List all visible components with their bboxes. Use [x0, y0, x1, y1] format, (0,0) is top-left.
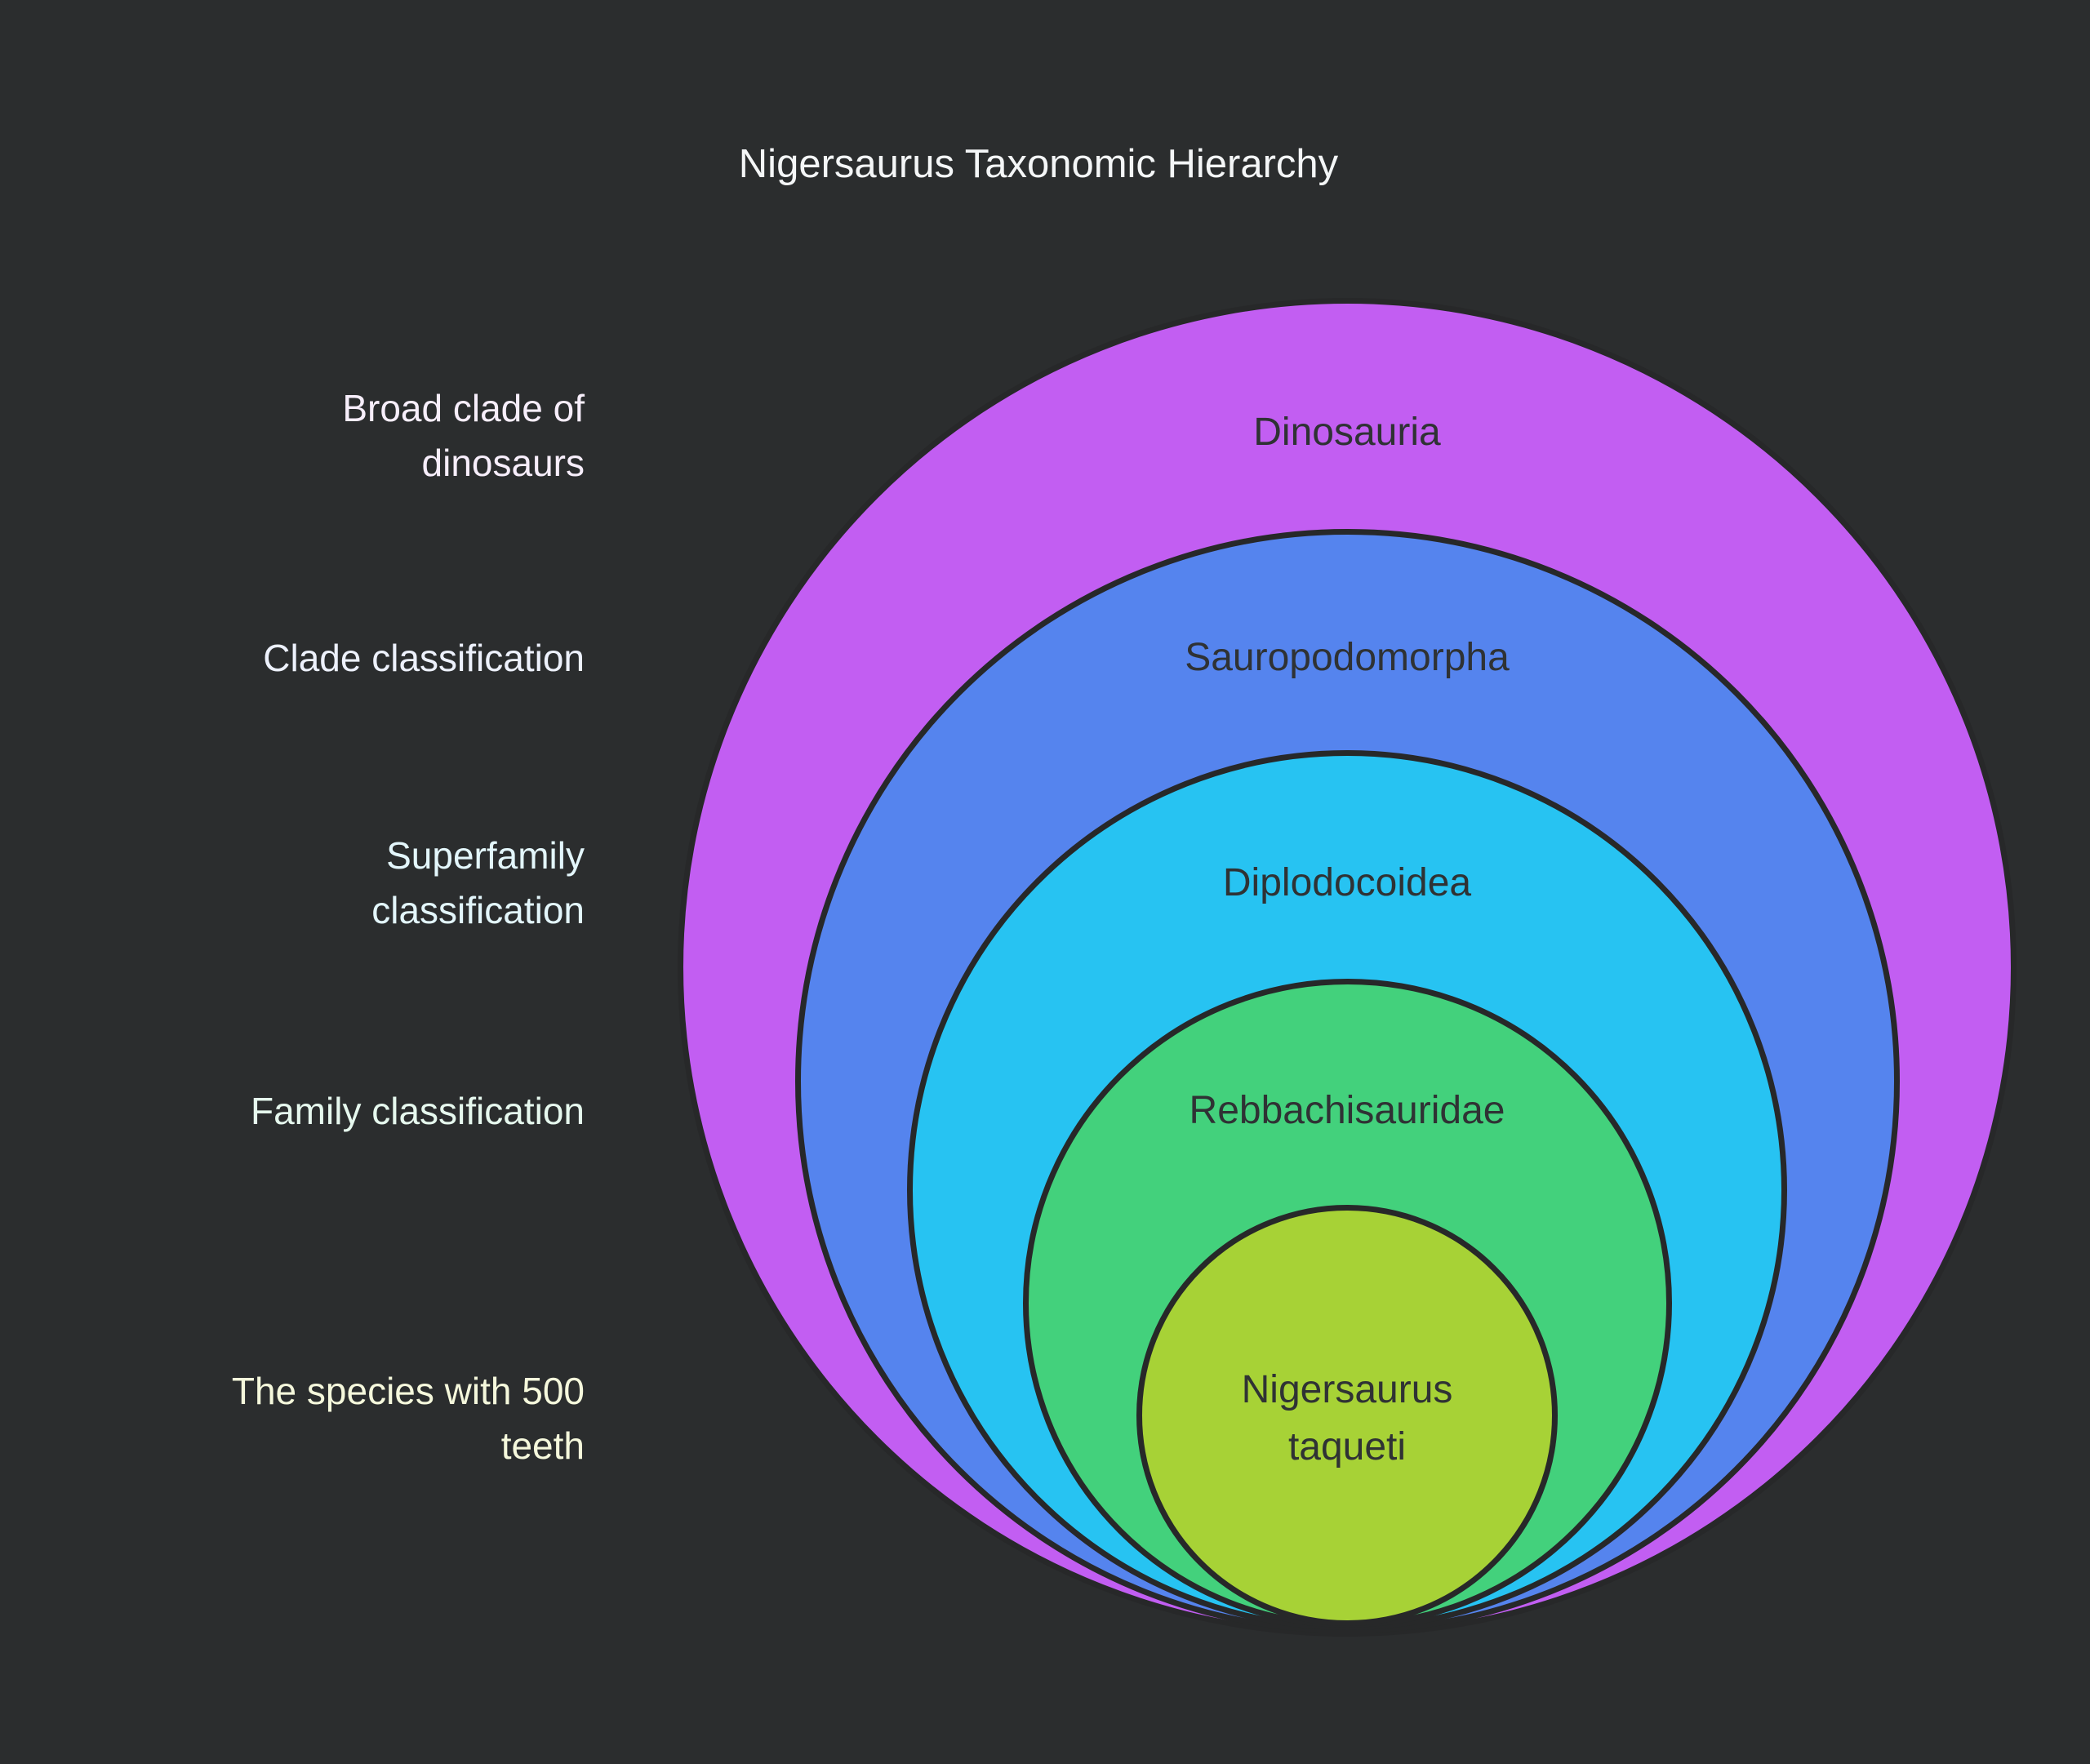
- side-label-species: The species with 500 teeth: [231, 1370, 585, 1467]
- ring-label-sauropodomorpha: Sauropodomorpha: [1185, 636, 1510, 679]
- ring-label-rebbachisauridae: Rebbachisauridae: [1189, 1089, 1505, 1132]
- side-label-clade: Clade classification: [263, 637, 585, 679]
- ring-label-dinosauria: Dinosauria: [1253, 411, 1441, 454]
- side-label-superfamily: Superfamily classification: [371, 834, 585, 931]
- page-title: Nigersaurus Taxonomic Hierarchy: [738, 142, 1339, 186]
- circle-nigersaurus: [1136, 1205, 1558, 1626]
- ring-label-nigersaurus: Nigersaurus taqueti: [1241, 1368, 1453, 1469]
- ring-label-diplodocoidea: Diplodocoidea: [1222, 861, 1472, 904]
- side-label-broad-clade: Broad clade of dinosaurs: [342, 387, 585, 484]
- side-label-family: Family classification: [251, 1090, 585, 1132]
